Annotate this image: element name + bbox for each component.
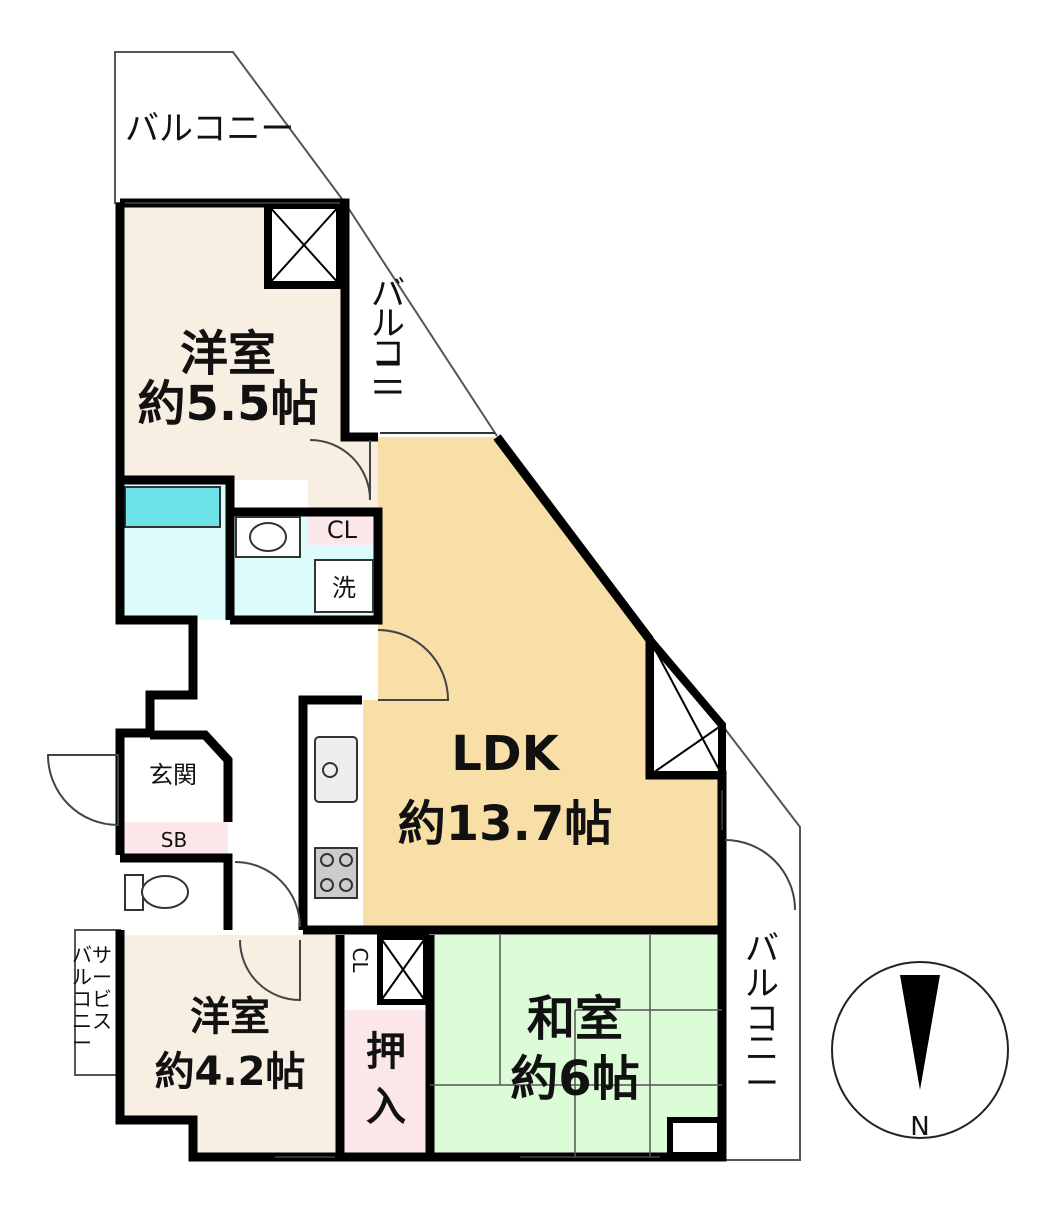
svg-text:ー: ー: [745, 1064, 779, 1104]
toilet-tank: [124, 874, 144, 911]
balcony-side-2-label: バ ル コ ニ ー: [745, 929, 779, 1104]
room-size-ldk: 約13.7帖: [398, 796, 612, 852]
kitchen-fixtures: [314, 736, 358, 899]
washer-label: 洗: [332, 574, 356, 602]
svg-text:ル: ル: [371, 304, 405, 344]
svg-text:コ: コ: [745, 999, 779, 1039]
svg-text:コ: コ: [72, 987, 92, 1011]
wall-entrance: [150, 730, 233, 822]
closet-1-fill: [308, 512, 376, 545]
balcony-side-1-label: バ ル コ ニ ー: [371, 274, 405, 414]
svg-text:コ: コ: [371, 334, 405, 374]
doors: [46, 439, 796, 1002]
room-size-western-2: 約4.2帖: [155, 1049, 306, 1095]
room-label-ldk: LDK: [451, 726, 560, 782]
compass-label: N: [910, 1112, 929, 1142]
oshiire-label-2: 入: [366, 1084, 406, 1130]
washer-box: [314, 559, 374, 613]
service-balcony-label: サ ー ビ ス バ ル コ ニ ー: [72, 943, 112, 1055]
room-label-western-2: 洋室: [190, 994, 270, 1040]
balcony-side-1-outline: [344, 202, 498, 437]
western-room-2-fill: [120, 935, 340, 1157]
toilet-bowl: [141, 875, 189, 909]
ldk-fill: [362, 437, 722, 930]
svg-text:ニ: ニ: [72, 1009, 92, 1033]
door-western-2: [239, 939, 301, 1002]
door-entrance: [46, 754, 119, 827]
svg-text:バ: バ: [72, 943, 92, 967]
room-size-japanese: 約6帖: [510, 1051, 639, 1107]
oshiire-label-1: 押: [366, 1029, 406, 1075]
shoebox-label: SB: [161, 828, 187, 852]
wall-wash-top: [230, 507, 383, 625]
walls: [115, 198, 727, 1162]
balcony-side-2-outline: [721, 724, 801, 1161]
svg-text:バ: バ: [371, 274, 405, 314]
tatami-lines: [430, 935, 722, 1157]
wall-lower-west: [115, 930, 435, 1162]
wall-bath-top: [120, 475, 235, 620]
compass: N: [831, 961, 1009, 1142]
wall-diagonal: [493, 434, 654, 643]
svg-text:ル: ル: [745, 964, 779, 1004]
svg-text:バ: バ: [745, 929, 779, 969]
closet-1-label: CL: [327, 516, 358, 544]
svg-text:ニ: ニ: [745, 1029, 779, 1069]
door-ldk: [377, 629, 450, 701]
japanese-room-fill: [430, 935, 722, 1157]
door-toilet: [234, 861, 301, 928]
entrance-label: 玄関: [149, 761, 197, 789]
svg-text:サ: サ: [92, 943, 112, 967]
shoebox-fill: [120, 822, 228, 855]
compass-needle-icon: [900, 975, 940, 1090]
svg-text:ー: ー: [72, 1031, 92, 1055]
room-label-japanese: 和室: [527, 991, 623, 1047]
windows: [125, 202, 723, 1158]
wet-fixtures: [124, 516, 374, 911]
svg-text:ニ: ニ: [371, 354, 405, 394]
oshiire-fill: [345, 1010, 427, 1157]
svg-text:ル: ル: [72, 965, 92, 989]
svg-text:ス: ス: [92, 1009, 112, 1033]
door-western-1: [309, 439, 371, 501]
svg-text:ー: ー: [92, 965, 112, 989]
wall-west-upper: [115, 203, 198, 855]
room-label-western-1: 洋室: [180, 326, 276, 382]
balcony-top-label: バルコニー: [125, 109, 294, 149]
pipe-shaft-4: [667, 1117, 723, 1158]
closet-2-label: CL: [348, 947, 372, 973]
door-balcony-2: [724, 839, 796, 911]
svg-text:ー: ー: [371, 374, 405, 414]
wall-toilet: [120, 853, 233, 930]
pipe-shafts: [264, 201, 726, 1158]
room-size-western-1: 約5.5帖: [137, 376, 318, 432]
bathtub: [124, 486, 221, 528]
wall-kitchen: [298, 695, 362, 930]
svg-text:ビ: ビ: [92, 987, 112, 1011]
